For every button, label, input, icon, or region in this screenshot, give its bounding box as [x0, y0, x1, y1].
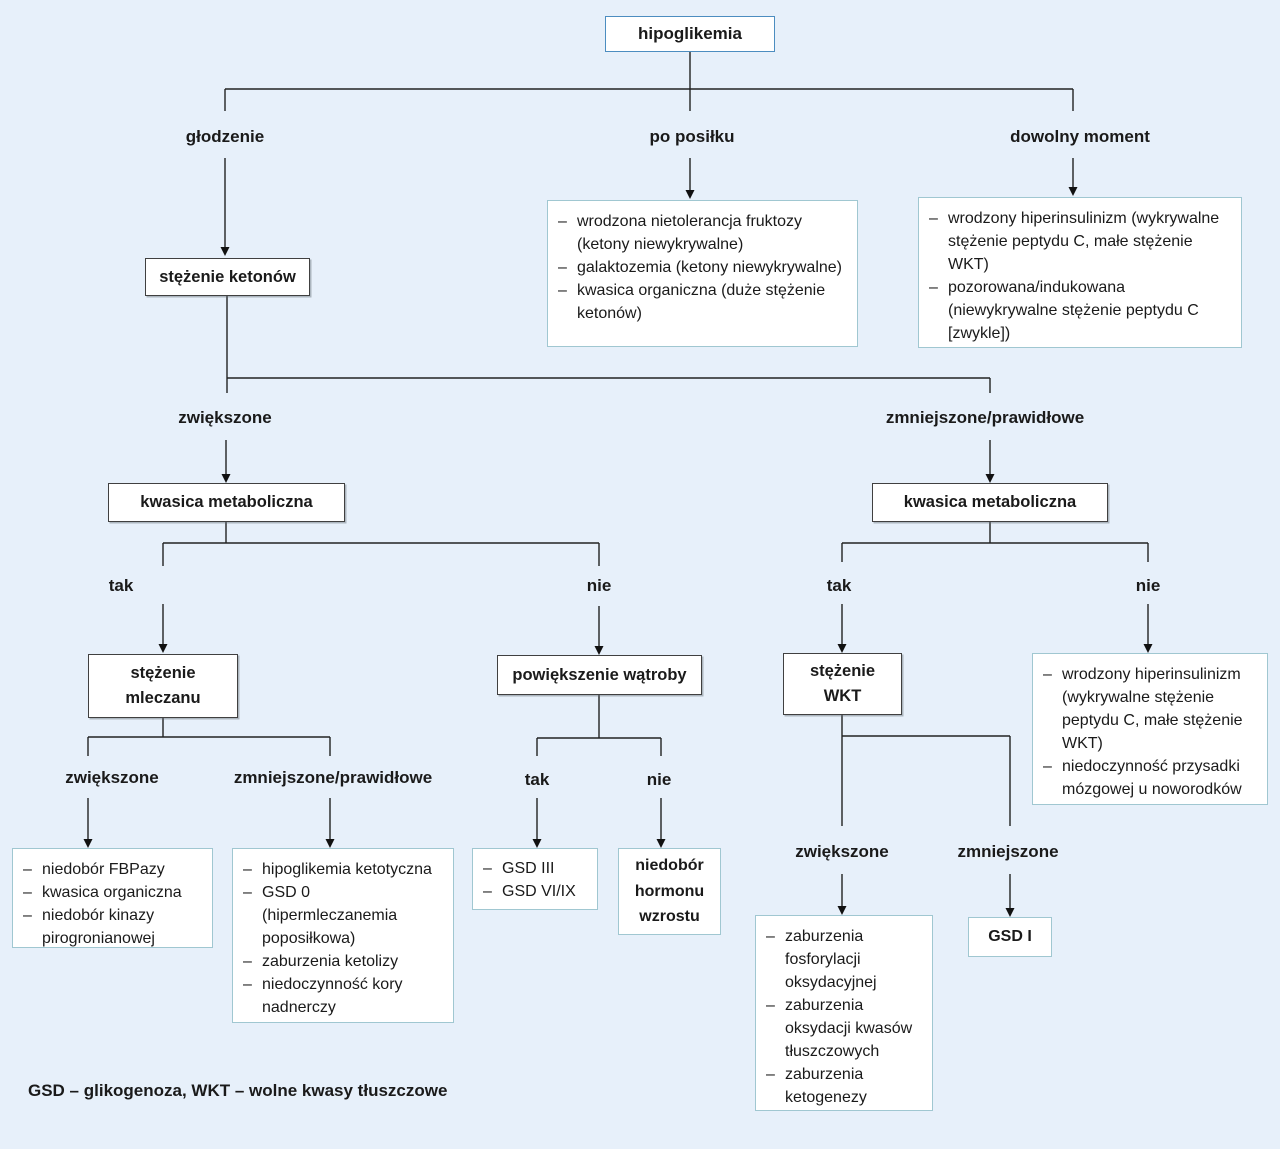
branch-label-wkt-zwiekszone: zwiększone: [795, 842, 889, 861]
branch-label-watroba-nie: nie: [646, 770, 672, 789]
branch-label-ketony-zmniejszone: zmniejszone/prawidłowe: [885, 408, 1085, 427]
branch-label-wkt-zmniejszone: zmniejszone: [957, 842, 1059, 861]
node-kwasica-metaboliczna-right: kwasica metaboliczna: [872, 483, 1108, 522]
node-hipoglikemia: hipoglikemia: [605, 16, 775, 52]
list-item: –wrodzony hiperinsulinizm (wykrywalne st…: [1043, 666, 1243, 752]
node-powiekszenie-watroby: powiększenie wątroby: [497, 655, 702, 695]
outcome-mleczan-zmniejszone: –hipoglikemia ketotyczna –GSD 0 (hipermle…: [232, 848, 454, 1023]
outcome-wkt-zmniejszone: GSD I: [968, 917, 1052, 957]
branch-label-kwasica-left-nie: nie: [586, 576, 612, 595]
outcome-wkt-zwiekszone: –zaburzenia fosforylacji oksydacyjnej–za…: [755, 915, 933, 1111]
node-kwasica-metaboliczna-left: kwasica metaboliczna: [108, 483, 345, 522]
branch-label-kwasica-right-tak: tak: [826, 576, 852, 595]
node-stezenie-mleczanu: stężenie mleczanu: [88, 654, 238, 718]
list-item: –kwasica organiczna (duże stężenie keton…: [558, 282, 826, 322]
outcome-dowolny-moment: –wrodzony hiperinsulinizm (wykrywalne st…: [918, 197, 1242, 348]
list-item: –zaburzenia oksydacji kwasów tłuszczowyc…: [766, 997, 913, 1060]
branch-label-watroba-tak: tak: [524, 770, 550, 789]
list-item: –kwasica organiczna: [23, 884, 182, 901]
list-item: –hipoglikemia ketotyczna: [243, 861, 432, 878]
branch-label-kwasica-right-nie: nie: [1135, 576, 1161, 595]
list-item: –zaburzenia ketogenezy: [766, 1066, 867, 1106]
list-item: –GSD VI/IX: [483, 883, 576, 900]
branch-label-kwasica-left-tak: tak: [108, 576, 134, 595]
list-item: –niedobór kinazy pirogronianowej: [23, 907, 155, 947]
list-item: –zaburzenia ketolizy: [243, 953, 399, 970]
branch-label-mleczan-zwiekszone: zwiększone: [65, 768, 159, 787]
branch-label-glodzenie: głodzenie: [185, 127, 265, 146]
legend-abbreviations: GSD – glikogenoza, WKT – wolne kwasy tłu…: [28, 1081, 448, 1100]
list-item: –niedoczynność kory nadnerczy: [243, 976, 403, 1016]
list-item: –niedobór FBPazy: [23, 861, 165, 878]
list-item: –wrodzony hiperinsulinizm (wykrywalne st…: [929, 210, 1220, 273]
node-stezenie-ketonow: stężenie ketonów: [145, 258, 310, 296]
outcome-po-posilku: –wrodzona nietolerancja fruktozy (ketony…: [547, 200, 858, 347]
outcome-mleczan-zwiekszone: –niedobór FBPazy –kwasica organiczna –nied…: [12, 848, 213, 948]
list-item: –GSD III: [483, 860, 555, 877]
outcome-watroba-nie: niedobór hormonu wzrostu: [618, 848, 721, 935]
branch-label-mleczan-zmniejszone: zmniejszone/prawidłowe: [233, 768, 433, 787]
list-item: –galaktozemia (ketony niewykrywalne): [558, 259, 842, 276]
branch-label-dowolny-moment: dowolny moment: [1010, 127, 1150, 146]
outcome-watroba-tak: –GSD III –GSD VI/IX: [472, 848, 598, 910]
list-item: –niedoczynność przysadki mózgowej u nowo…: [1043, 758, 1242, 798]
list-item: –wrodzona nietolerancja fruktozy (ketony…: [558, 213, 803, 253]
branch-label-po-posilku: po posiłku: [649, 127, 735, 146]
list-item: –pozorowana/indukowana (niewykrywalne st…: [929, 279, 1199, 342]
node-stezenie-wkt: stężenie WKT: [783, 653, 902, 715]
branch-label-ketony-zwiekszone: zwiększone: [178, 408, 272, 427]
outcome-kwasica-right-nie: –wrodzony hiperinsulinizm (wykrywalne st…: [1032, 653, 1268, 805]
list-item: –zaburzenia fosforylacji oksydacyjnej: [766, 928, 877, 991]
list-item: –GSD 0 (hipermleczanemia poposiłkowa): [243, 884, 398, 947]
